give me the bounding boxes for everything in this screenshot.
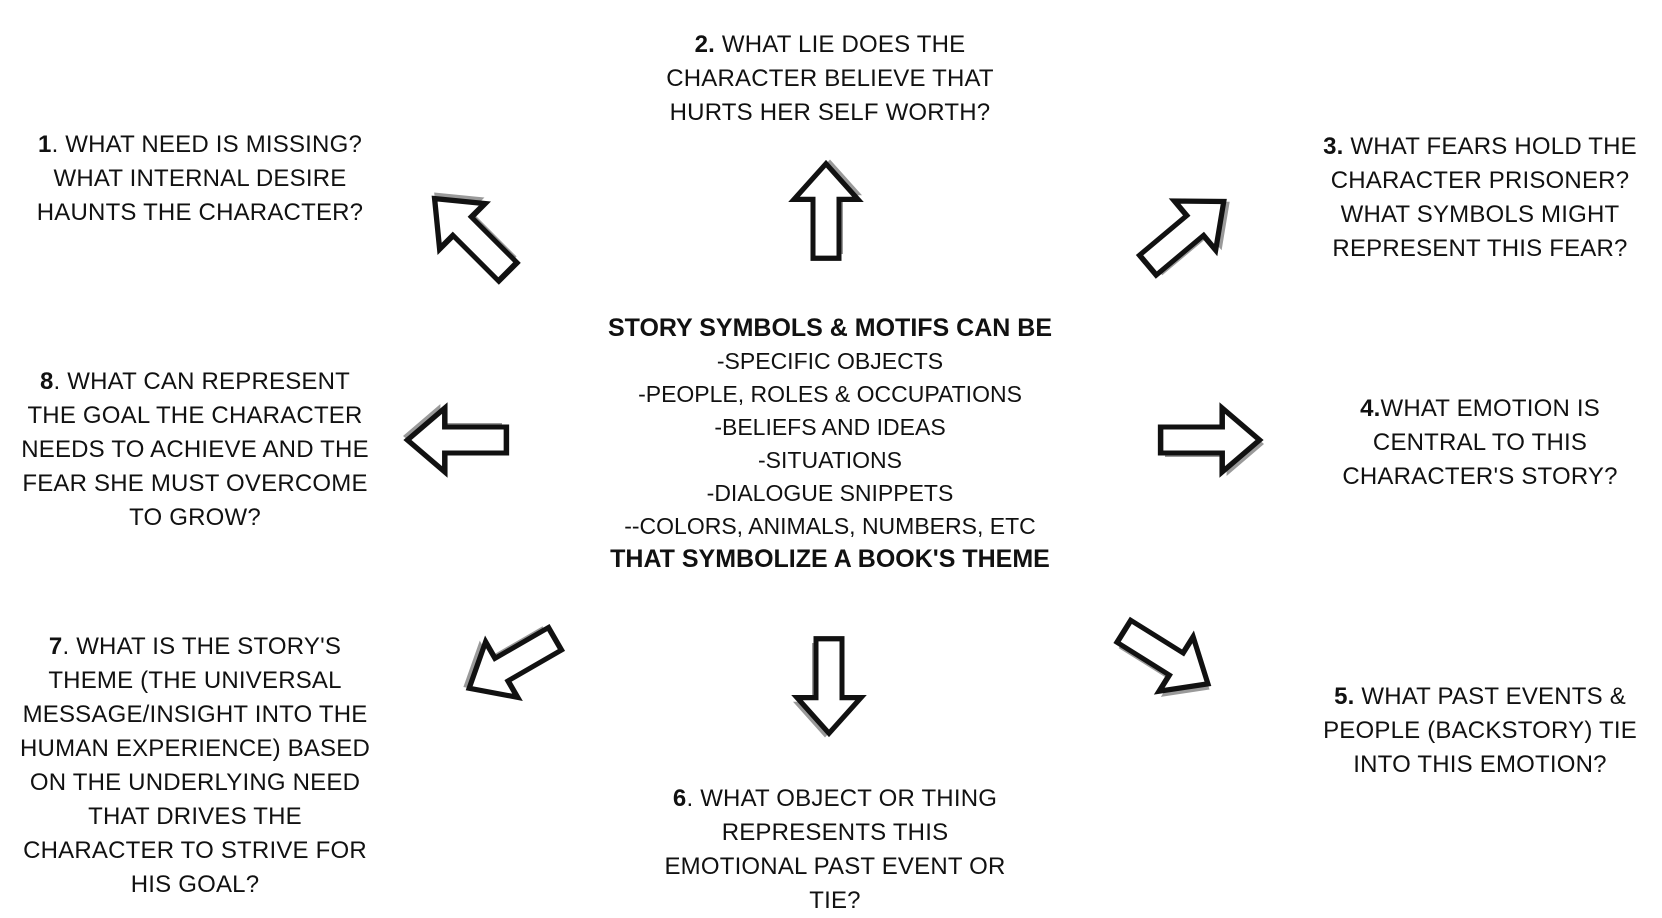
question-3-line-4: REPRESENT THIS FEAR? bbox=[1332, 235, 1628, 262]
question-7-number: 7 bbox=[48, 633, 63, 660]
arrow-to-question-6 bbox=[793, 639, 861, 738]
question-5: 5. WHAT PAST EVENTS & PEOPLE (BACKSTORY)… bbox=[1300, 680, 1660, 782]
question-4-text-1: WHAT EMOTION IS bbox=[1380, 395, 1600, 422]
question-4-number: 4. bbox=[1360, 395, 1381, 422]
question-1-line-3: HAUNTS THE CHARACTER? bbox=[36, 199, 364, 226]
question-2-line-2: CHARACTER BELIEVE THAT bbox=[666, 65, 994, 92]
question-7-line-3: MESSAGE/INSIGHT INTO THE bbox=[22, 701, 368, 728]
central-heading: STORY SYMBOLS & MOTIFS CAN BE bbox=[607, 314, 1053, 342]
question-1: 1. WHAT NEED IS MISSING? WHAT INTERNAL D… bbox=[20, 128, 380, 230]
question-8-line-4: FEAR SHE MUST OVERCOME bbox=[22, 470, 368, 497]
arrow-to-question-4 bbox=[1161, 408, 1264, 476]
arrow-to-question-5 bbox=[1105, 604, 1229, 717]
question-4-line-3: CHARACTER'S STORY? bbox=[1342, 463, 1618, 490]
question-3: 3. WHAT FEARS HOLD THE CHARACTER PRISONE… bbox=[1300, 130, 1660, 266]
question-2-line-1: 2. WHAT LIE DOES THE bbox=[620, 28, 1040, 62]
central-concept: STORY SYMBOLS & MOTIFS CAN BE -SPECIFIC … bbox=[560, 312, 1100, 576]
question-6: 6. WHAT OBJECT OR THING REPRESENTS THIS … bbox=[640, 782, 1030, 918]
arrow-to-question-1 bbox=[409, 169, 534, 295]
question-7-text-1: . WHAT IS THE STORY'S bbox=[62, 633, 342, 660]
question-8-number: 8 bbox=[39, 368, 54, 395]
question-7-line-1: 7. WHAT IS THE STORY'S bbox=[10, 630, 380, 664]
question-5-text-1: WHAT PAST EVENTS & bbox=[1354, 683, 1626, 710]
question-1-text-1: . WHAT NEED IS MISSING? bbox=[51, 131, 362, 158]
question-2: 2. WHAT LIE DOES THE CHARACTER BELIEVE T… bbox=[620, 28, 1040, 130]
question-6-line-2: REPRESENTS THIS bbox=[721, 819, 949, 846]
central-item-people: -PEOPLE, ROLES & OCCUPATIONS bbox=[638, 381, 1022, 407]
question-8-line-5: TO GROW? bbox=[129, 504, 261, 531]
question-6-line-3: EMOTIONAL PAST EVENT OR bbox=[664, 853, 1006, 880]
question-2-number: 2. bbox=[694, 31, 716, 58]
question-1-number: 1 bbox=[38, 131, 52, 158]
arrow-to-question-8 bbox=[403, 404, 506, 472]
arrow-to-question-3 bbox=[1127, 174, 1251, 293]
question-6-line-4: TIE? bbox=[809, 887, 861, 914]
question-8-text-1: . WHAT CAN REPRESENT bbox=[53, 368, 351, 395]
central-footer: THAT SYMBOLIZE A BOOK'S THEME bbox=[610, 545, 1050, 573]
question-7-line-4: HUMAN EXPERIENCE) BASED bbox=[20, 735, 370, 762]
question-7-line-8: HIS GOAL? bbox=[130, 871, 260, 898]
question-6-text-1: . WHAT OBJECT OR THING bbox=[686, 785, 998, 812]
question-6-line-1: 6. WHAT OBJECT OR THING bbox=[640, 782, 1030, 816]
question-4-line-2: CENTRAL TO THIS bbox=[1372, 429, 1588, 456]
question-6-number: 6 bbox=[672, 785, 687, 812]
question-3-text-1: WHAT FEARS HOLD THE bbox=[1343, 133, 1637, 160]
question-3-number: 3. bbox=[1323, 133, 1344, 160]
question-8-line-2: THE GOAL THE CHARACTER bbox=[27, 402, 363, 429]
question-3-line-2: CHARACTER PRISONER? bbox=[1330, 167, 1630, 194]
question-2-line-3: HURTS HER SELF WORTH? bbox=[669, 99, 991, 126]
question-7-line-7: CHARACTER TO STRIVE FOR bbox=[23, 837, 367, 864]
question-8-line-1: 8. WHAT CAN REPRESENT bbox=[10, 365, 380, 399]
question-8-line-3: NEEDS TO ACHIEVE AND THE bbox=[21, 436, 369, 463]
question-5-line-2: PEOPLE (BACKSTORY) TIE bbox=[1323, 717, 1637, 744]
question-5-number: 5. bbox=[1334, 683, 1355, 710]
question-3-line-1: 3. WHAT FEARS HOLD THE bbox=[1300, 130, 1660, 164]
question-7-line-6: THAT DRIVES THE bbox=[88, 803, 302, 830]
central-item-dialogue: -DIALOGUE SNIPPETS bbox=[706, 480, 954, 506]
question-7-line-5: ON THE UNDERLYING NEED bbox=[29, 769, 361, 796]
question-4-line-1: 4.WHAT EMOTION IS bbox=[1320, 392, 1640, 426]
question-4: 4.WHAT EMOTION IS CENTRAL TO THIS CHARAC… bbox=[1320, 392, 1640, 494]
question-1-line-1: 1. WHAT NEED IS MISSING? bbox=[20, 128, 380, 162]
question-7: 7. WHAT IS THE STORY'S THEME (THE UNIVER… bbox=[10, 630, 380, 902]
question-3-line-3: WHAT SYMBOLS MIGHT bbox=[1340, 201, 1620, 228]
central-item-situations: -SITUATIONS bbox=[758, 447, 902, 473]
central-item-objects: -SPECIFIC OBJECTS bbox=[716, 348, 944, 374]
question-7-line-2: THEME (THE UNIVERSAL bbox=[48, 667, 342, 694]
central-item-beliefs: -BELIEFS AND IDEAS bbox=[714, 414, 946, 440]
question-2-text-1: WHAT LIE DOES THE bbox=[715, 31, 966, 58]
question-5-line-3: INTO THIS EMOTION? bbox=[1353, 751, 1607, 778]
question-1-line-2: WHAT INTERNAL DESIRE bbox=[53, 165, 347, 192]
arrow-to-question-7 bbox=[447, 608, 571, 719]
central-item-colors: --COLORS, ANIMALS, NUMBERS, ETC bbox=[624, 513, 1036, 539]
question-5-line-1: 5. WHAT PAST EVENTS & bbox=[1300, 680, 1660, 714]
arrow-to-question-2 bbox=[794, 159, 862, 259]
question-8: 8. WHAT CAN REPRESENT THE GOAL THE CHARA… bbox=[10, 365, 380, 535]
